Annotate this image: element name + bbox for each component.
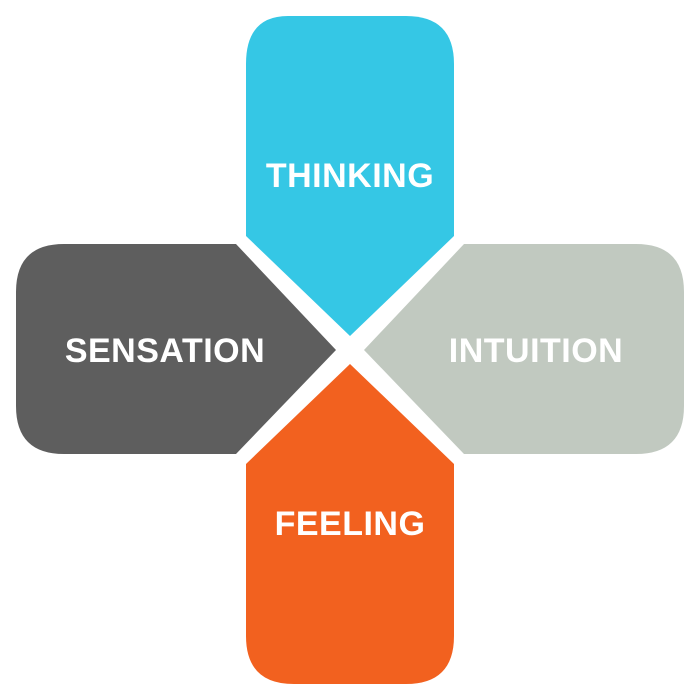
sensation-label: SENSATION [65, 332, 265, 370]
intuition-label: INTUITION [449, 332, 623, 370]
thinking-label: THINKING [266, 157, 434, 195]
sensation-shape [16, 244, 336, 454]
quadrant-feeling: FEELING [246, 364, 454, 684]
quadrant-thinking: THINKING [246, 16, 454, 336]
thinking-shape [246, 16, 454, 336]
feeling-label: FEELING [275, 505, 426, 543]
quadrant-intuition: INTUITION [364, 244, 684, 454]
intuition-shape [364, 244, 684, 454]
quadrant-sensation: SENSATION [16, 244, 336, 454]
feeling-shape [246, 364, 454, 684]
